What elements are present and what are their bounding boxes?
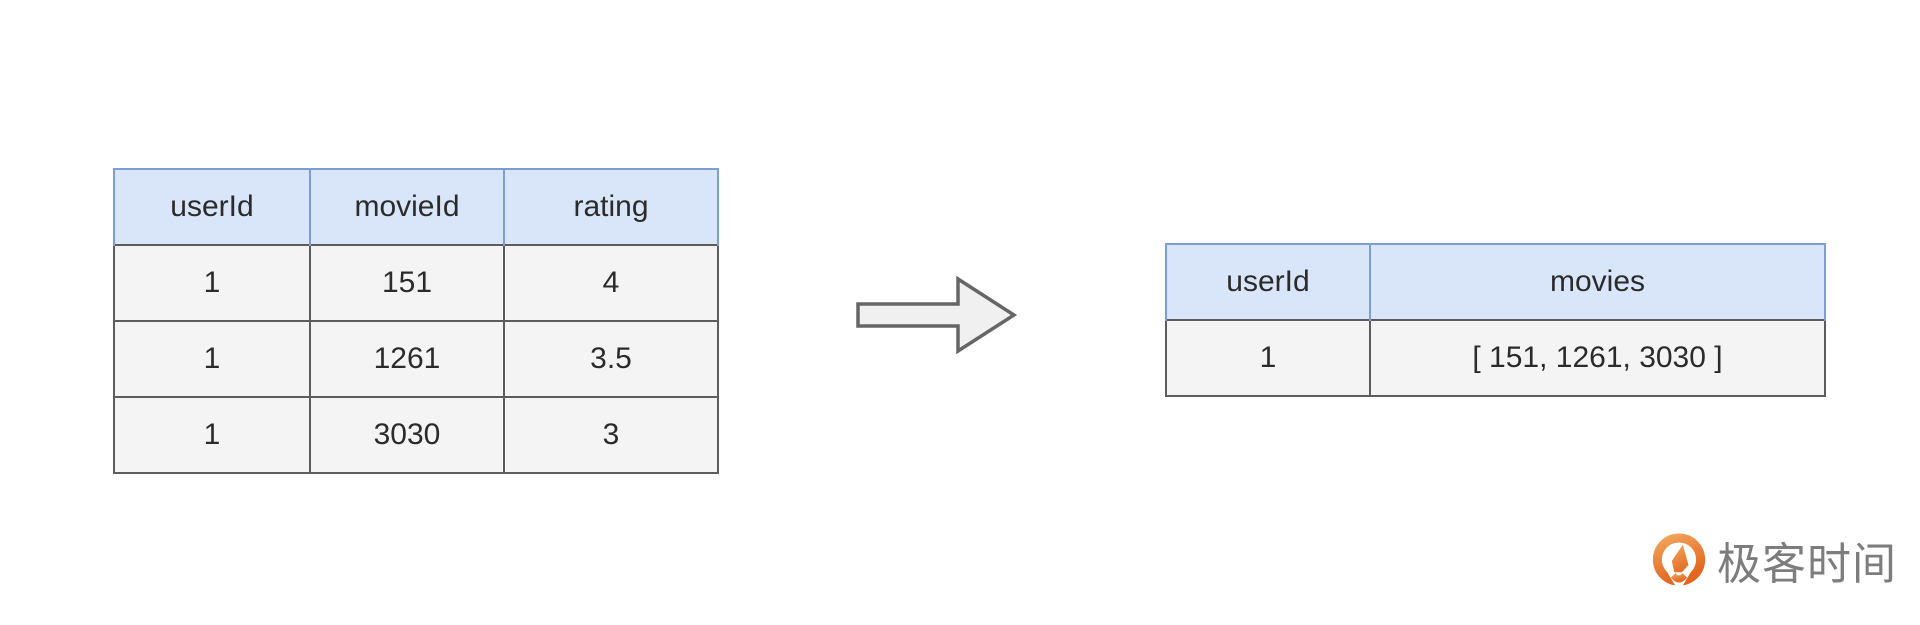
cell-movies-list: [ 151, 1261, 3030 ] [1369,319,1826,397]
table-row: 1 151 4 [113,244,719,322]
cell-userid: 1 [1165,319,1371,397]
cell-rating: 3.5 [503,320,719,398]
table-header-row: userId movies [1165,243,1826,320]
ratings-table: userId movieId rating 1 151 4 1 1261 3.5… [113,168,719,474]
cell-movieid: 3030 [309,396,505,474]
table-row: 1 1261 3.5 [113,320,719,398]
column-header-userid: userId [113,168,311,245]
block-arrow-right-icon [856,275,1018,355]
column-header-movieid: movieId [309,168,505,245]
aggregated-table: userId movies 1 [ 151, 1261, 3030 ] [1165,243,1826,397]
table-header-row: userId movieId rating [113,168,719,245]
table-row: 1 3030 3 [113,396,719,474]
cell-movieid: 1261 [309,320,505,398]
column-header-movies: movies [1369,243,1826,320]
cell-rating: 4 [503,244,719,322]
cell-userid: 1 [113,320,311,398]
geektime-logo: 极客时间 [1652,532,1897,598]
cell-movieid: 151 [309,244,505,322]
geektime-q-icon [1652,533,1706,592]
cell-userid: 1 [113,244,311,322]
column-header-userid: userId [1165,243,1371,320]
geektime-wordmark: 极客时间 [1717,540,1897,589]
table-row: 1 [ 151, 1261, 3030 ] [1165,319,1826,397]
cell-rating: 3 [503,396,719,474]
column-header-rating: rating [503,168,719,245]
cell-userid: 1 [113,396,311,474]
